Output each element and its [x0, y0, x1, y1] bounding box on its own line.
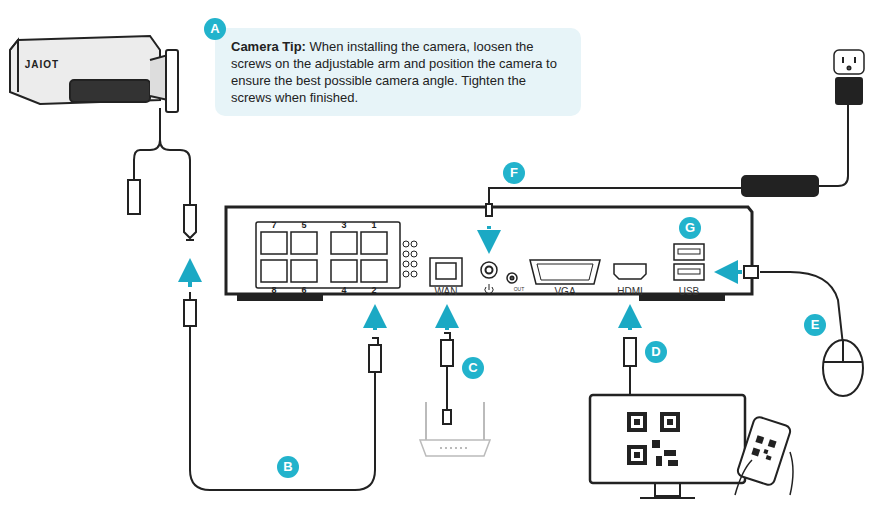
port-number: 7 [271, 220, 276, 230]
callout-letter: G [679, 217, 701, 239]
callout-letter: C [462, 357, 484, 379]
port-label: OUT [514, 286, 525, 292]
tip-heading: Camera Tip: [231, 39, 306, 54]
port-number: 2 [371, 285, 376, 295]
port-label: WAN [435, 286, 458, 297]
callout-letter: D [645, 341, 667, 363]
callout-letter: B [277, 456, 299, 478]
port-label: VGA [554, 286, 575, 297]
callout-letter: F [503, 162, 525, 184]
port-label: HDMI [617, 286, 643, 297]
callout-letter: E [804, 314, 826, 336]
port-number: 5 [301, 220, 306, 230]
port-label: USB [679, 286, 700, 297]
port-number: 8 [271, 285, 276, 295]
port-number: 6 [301, 285, 306, 295]
tip-box: Camera Tip: When installing the camera, … [215, 28, 581, 116]
port-number: 1 [371, 220, 376, 230]
callout-letter: A [204, 18, 226, 40]
port-number: 4 [341, 285, 346, 295]
port-number: 3 [341, 220, 346, 230]
brand-name: JAIOT [25, 59, 59, 70]
